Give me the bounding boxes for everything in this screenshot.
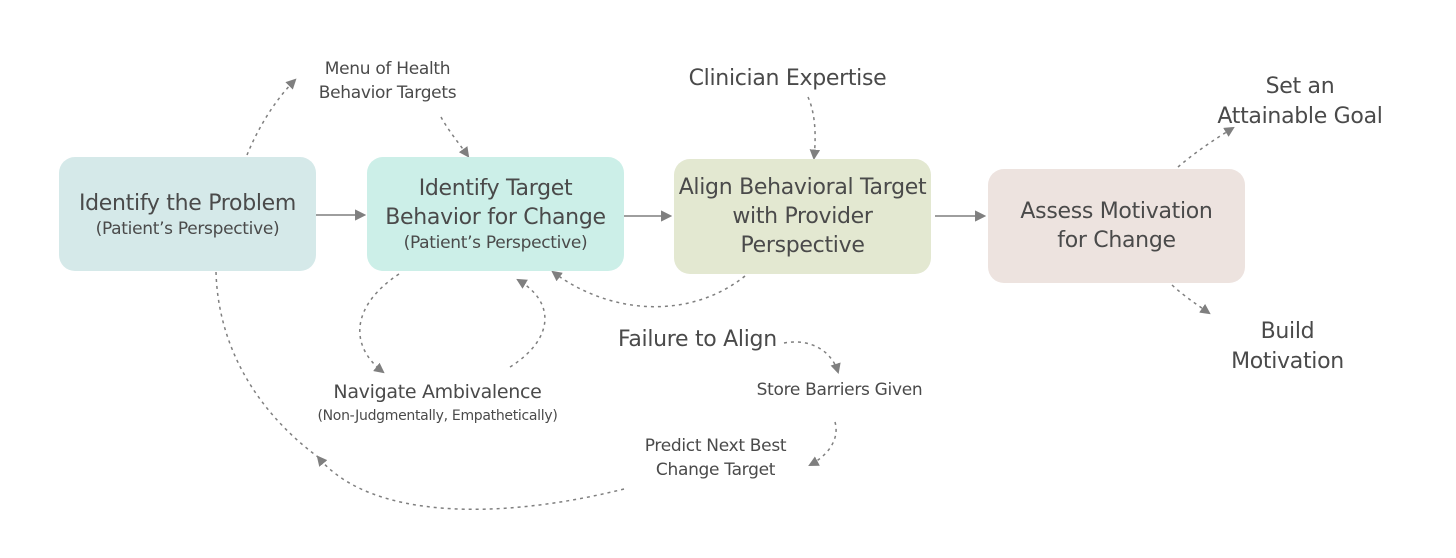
arrow-problem-to-menu (246, 78, 297, 156)
arrow-predict-to-problem (316, 455, 625, 511)
arrow-clinician-to-align (807, 96, 821, 161)
align-target-title: Align Behavioral Target with Provider Pe… (678, 175, 927, 258)
predict-next-target-label: Predict Next Best Change Target (644, 436, 787, 480)
identify-target-title: Identify Target Behavior for Change (385, 176, 606, 230)
failure-to-align-label: Failure to Align (618, 327, 777, 352)
identify-problem-title: Identify the Problem (78, 190, 297, 216)
align-target-box: Align Behavioral Target with Provider Pe… (674, 159, 931, 274)
navigate-ambivalence-sublabel: (Non-Judgmentally, Empathetically) (317, 408, 558, 424)
arrow-store-to-predict (808, 421, 837, 466)
arrow-target-to-navigate (359, 273, 400, 374)
arrow-problem-loop-down (215, 271, 319, 458)
build-motivation-label: Build Motivation (1231, 319, 1344, 374)
set-goal-label: Set an Attainable Goal (1217, 74, 1383, 129)
arrow-align-back-to-target (551, 270, 746, 308)
clinician-expertise-label: Clinician Expertise (688, 66, 887, 91)
arrow-menu-to-target (440, 116, 470, 158)
menu-health-targets-label: Menu of Health Behavior Targets (318, 59, 457, 103)
assess-motivation-box: Assess Motivation for Change (988, 169, 1245, 283)
arrow-navigate-to-target (509, 278, 546, 368)
arrow-assess-to-goal (1177, 126, 1235, 168)
identify-target-box: Identify Target Behavior for Change (Pat… (367, 157, 624, 271)
navigate-ambivalence-label: Navigate Ambivalence (333, 381, 542, 403)
store-barriers-label: Store Barriers Given (756, 380, 923, 400)
identify-problem-subtitle: (Patient’s Perspective) (95, 218, 280, 239)
assess-motivation-title: Assess Motivation for Change (1020, 199, 1213, 253)
arrow-assess-to-build (1171, 284, 1211, 315)
identify-target-subtitle: (Patient’s Perspective) (403, 233, 588, 253)
identify-problem-box: Identify the Problem (Patient’s Perspect… (59, 157, 316, 271)
arrow-failure-to-store (783, 341, 841, 375)
